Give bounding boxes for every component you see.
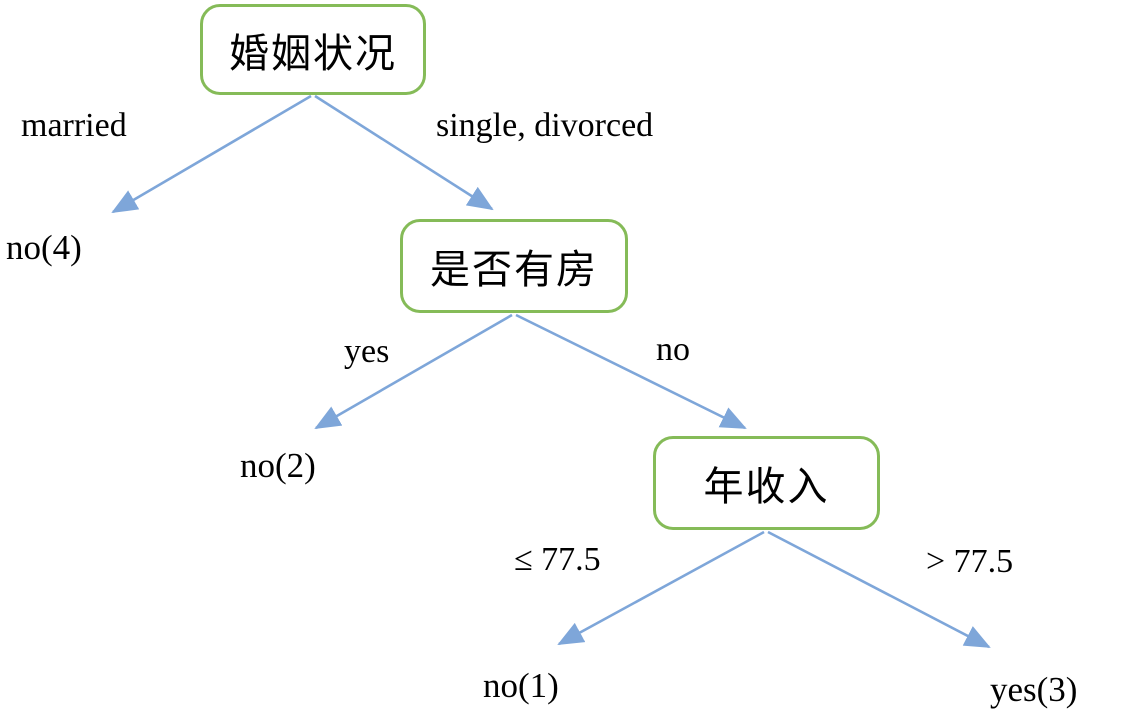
edge-label-le-77-5: ≤ 77.5 <box>514 541 601 578</box>
leaf-label-no1: no(1) <box>483 666 559 705</box>
edge-label-yes: yes <box>344 333 390 370</box>
leaf-label-yes3: yes(3) <box>990 670 1078 709</box>
decision-node-marital-status: 婚姻状况 <box>200 4 426 95</box>
edge-house-to-no2 <box>314 313 513 430</box>
leaf-label-no4: no(4) <box>6 228 82 267</box>
decision-node-annual-income: 年收入 <box>653 436 880 530</box>
leaf-label-no2: no(2) <box>240 446 316 485</box>
edge-label-single-divorced: single, divorced <box>436 107 654 144</box>
decision-node-label: 年收入 <box>703 464 830 509</box>
edge-root-to-house <box>314 94 494 211</box>
edge-label-gt-77-5: > 77.5 <box>926 543 1014 580</box>
edge-label-no: no <box>656 331 690 368</box>
decision-node-label: 婚姻状况 <box>229 30 397 76</box>
edge-income-to-no1 <box>557 530 765 646</box>
decision-node-label: 是否有房 <box>430 247 598 292</box>
edge-house-to-income <box>515 313 747 430</box>
edge-income-to-yes3 <box>767 530 991 649</box>
edge-root-to-no4 <box>111 94 312 214</box>
edge-label-married: married <box>21 107 127 144</box>
decision-node-has-house: 是否有房 <box>400 219 628 313</box>
